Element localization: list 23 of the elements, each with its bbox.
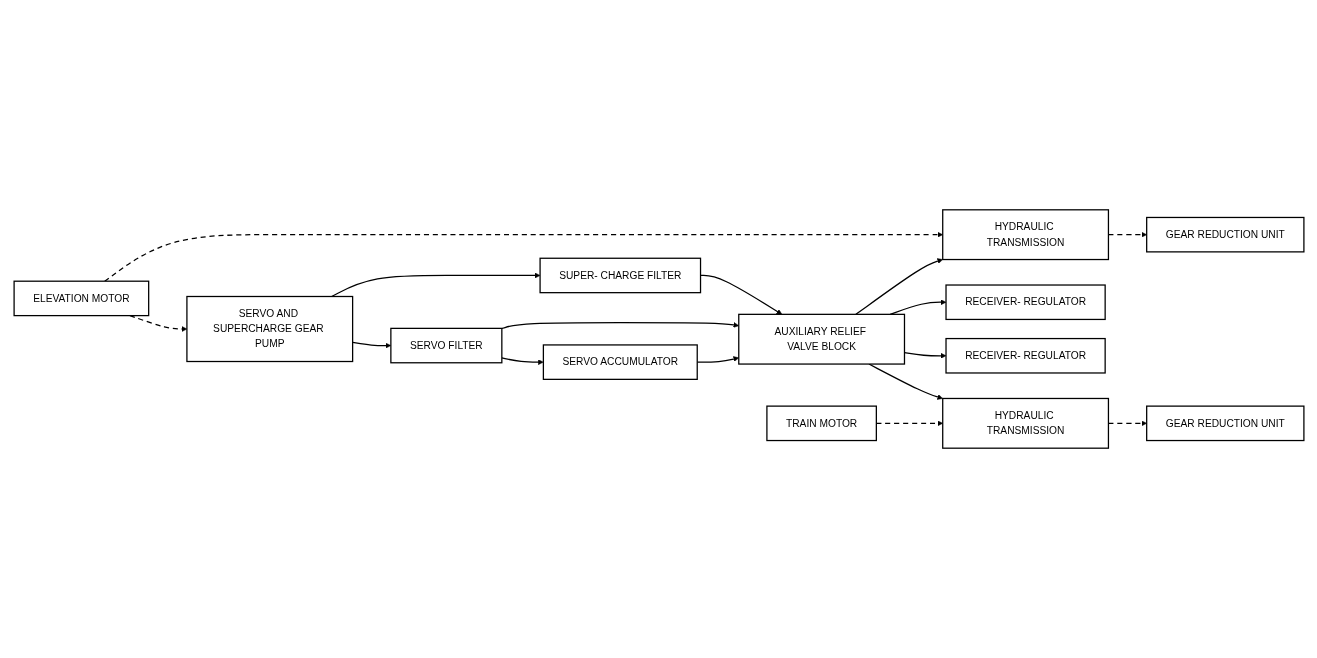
node-box: AUXILIARY RELIEF VALVE BLOCK xyxy=(737,313,905,365)
node-box: GEAR REDUCTION UNIT xyxy=(1145,405,1305,442)
arrow xyxy=(1107,231,1147,238)
node-box: GEAR REDUCTION UNIT xyxy=(1145,216,1305,253)
node-box: ELEVATION MOTOR xyxy=(12,280,149,317)
node-box: SERVO ACCUMULATOR xyxy=(542,344,698,380)
node-box: SUPER- CHARGE FILTER xyxy=(538,257,701,294)
arrow xyxy=(330,272,540,298)
node-box: TRAIN MOTOR xyxy=(765,405,877,442)
arrow xyxy=(500,322,739,330)
node-box: SERVO AND SUPERCHARGE GEAR PUMP xyxy=(185,295,353,363)
arrow xyxy=(103,231,943,282)
arrow xyxy=(854,258,943,315)
arrow xyxy=(903,352,946,359)
arrow xyxy=(696,356,739,363)
node-box: HYDRAULIC TRANSMISSION xyxy=(941,397,1109,449)
node-box: RECEIVER- REGULATOR xyxy=(944,337,1106,374)
node-box: RECEIVER- REGULATOR xyxy=(944,284,1106,321)
arrow xyxy=(1107,420,1147,427)
arrow xyxy=(875,420,943,427)
arrow xyxy=(889,299,946,315)
node-box: HYDRAULIC TRANSMISSION xyxy=(941,209,1109,261)
node-box: SERVO FILTER xyxy=(389,327,502,364)
